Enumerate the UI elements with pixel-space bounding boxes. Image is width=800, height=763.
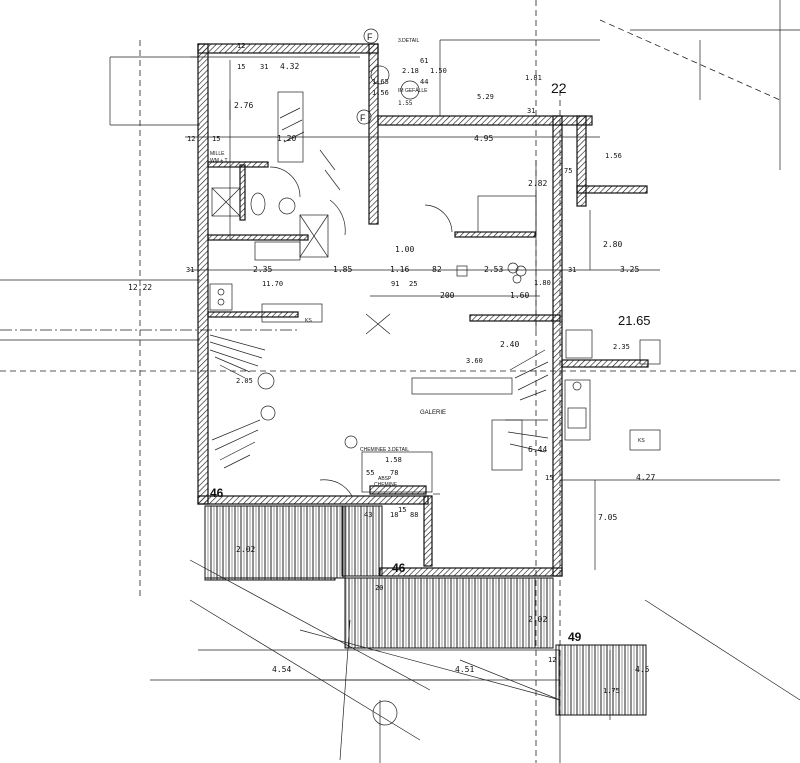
exterior-walls <box>197 43 649 577</box>
dim-31d: 31 <box>568 266 576 274</box>
label-ks-b: KS <box>638 438 645 444</box>
dim-200: 200 <box>440 291 455 300</box>
dim-160: 1.60 <box>510 291 529 300</box>
grid-marker-f1-label: F <box>367 32 373 42</box>
dim-158: 1.58 <box>385 456 402 464</box>
dim-120: 1.20 <box>277 134 296 143</box>
dim-235: 2.35 <box>253 265 272 274</box>
dim-44: 44 <box>420 78 428 86</box>
dim-529: 5.29 <box>477 93 494 101</box>
dim-240: 2.40 <box>500 340 519 349</box>
door-swings <box>269 166 453 497</box>
dim-25: 25 <box>409 280 417 288</box>
dim-91: 91 <box>391 280 399 288</box>
dim-156: 1.56 <box>372 89 389 97</box>
dim-18: 18 <box>390 511 398 519</box>
grid-marker-f2 <box>356 109 372 125</box>
fixtures <box>209 65 661 726</box>
label-level-49: 49 <box>568 630 582 644</box>
dim-82: 82 <box>432 265 442 274</box>
dim-12c: 12 <box>548 656 556 664</box>
dim-12a: 12 <box>237 42 245 50</box>
label-area-2165: 21.65 <box>618 313 651 328</box>
dim-78: 78 <box>390 469 398 477</box>
dim-276: 2.76 <box>234 101 253 110</box>
dim-31c: 31 <box>186 266 194 274</box>
label-abspr: ABSP <box>378 476 392 482</box>
dim-175: 1.75 <box>603 687 620 695</box>
label-level-46-a: 46 <box>210 486 224 500</box>
dim-235b: 2.35 <box>613 343 630 351</box>
dim-12b: 12 <box>187 135 195 143</box>
dim-45: 4.5 <box>635 665 650 674</box>
dim-31a: 31 <box>260 63 268 71</box>
dim-253: 2.53 <box>484 265 503 274</box>
dim-218: 2.18 <box>402 67 419 75</box>
dim-15b: 15 <box>212 135 220 143</box>
interior-walls <box>207 161 561 567</box>
label-detail-top: 3.DETAIL <box>398 38 420 44</box>
dim-116: 1.16 <box>390 265 409 274</box>
dim-88: 88 <box>410 511 418 519</box>
sketch-lines <box>150 39 800 763</box>
dim-156b: 1.56 <box>605 152 622 160</box>
dim-280: 2.80 <box>603 240 622 249</box>
dim-202b: 2.02 <box>528 615 547 624</box>
stairs <box>209 107 549 469</box>
dim-454: 4.54 <box>272 665 291 674</box>
dim-644: 6.44 <box>528 445 547 454</box>
label-im-gefaelle: IM GEFÄLLE <box>398 87 428 94</box>
label-level-46-b: 46 <box>392 561 406 575</box>
center-marker <box>365 313 391 335</box>
dim-202a: 2.02 <box>236 545 255 554</box>
dim-43: 43 <box>364 511 372 519</box>
dim-1170: 11.70 <box>262 280 283 288</box>
label-chem: CHEMINE <box>374 482 398 488</box>
grid-marker-f2-label: F <box>360 113 366 123</box>
dim-705: 7.05 <box>598 513 617 522</box>
dim-451: 4.51 <box>455 665 474 674</box>
dim-31b: 31 <box>527 107 535 115</box>
grid-marker-f1 <box>363 28 379 44</box>
dim-100: 1.00 <box>395 245 414 254</box>
label-sheet-22: 22 <box>551 80 567 96</box>
dim-15d: 15 <box>545 474 553 482</box>
dim-495: 4.95 <box>474 134 493 143</box>
dim-15c: 15 <box>398 506 406 514</box>
dim-61: 61 <box>420 57 428 65</box>
dim-1222: 12.22 <box>128 283 152 292</box>
dim-427: 4.27 <box>636 473 655 482</box>
dim-181: 1.81 <box>525 74 542 82</box>
dim-205: 2.05 <box>236 377 253 385</box>
label-cheminee: CHEMINEE 3.DETAIL <box>360 447 409 453</box>
dimension-lines <box>185 56 780 720</box>
dim-325: 3.25 <box>620 265 639 274</box>
dim-55: 55 <box>366 469 374 477</box>
dim-432: 4.32 <box>280 62 299 71</box>
label-mille: MILLE <box>210 151 225 157</box>
dim-360: 3.60 <box>466 357 483 365</box>
dim-150: 1.50 <box>430 67 447 75</box>
dim-75: 75 <box>564 167 572 175</box>
label-ks-a: KS <box>305 318 312 324</box>
terraces <box>204 505 647 716</box>
dim-282: 2.82 <box>528 179 547 188</box>
dim-155: 1.55 <box>398 100 413 107</box>
dim-185: 1.85 <box>333 265 352 274</box>
label-galerie: GALERIE <box>420 410 446 416</box>
dim-20: 20 <box>375 584 383 592</box>
dim-165: 1.65 <box>372 78 389 86</box>
dim-15a: 15 <box>237 63 245 71</box>
dim-180: 1.80 <box>534 279 551 287</box>
label-wm: WM + T <box>210 158 228 164</box>
